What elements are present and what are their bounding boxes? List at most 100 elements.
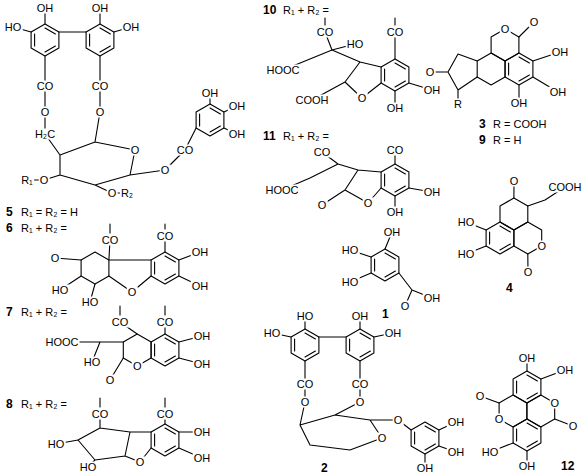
atom-label: OH xyxy=(191,247,210,258)
atom-label: OH xyxy=(416,463,435,474)
atom-label: OH xyxy=(228,129,247,140)
atom-label: O xyxy=(40,107,51,118)
atom-label: OH xyxy=(447,447,466,458)
atom-label: CO xyxy=(316,27,335,38)
atom-label: OH xyxy=(91,3,110,14)
atom-label: O xyxy=(529,17,540,28)
atom-label: OH xyxy=(551,47,570,58)
compound-number: 11 xyxy=(262,130,277,142)
compound-number: 1 xyxy=(381,308,390,320)
atom-label: CO xyxy=(176,145,195,156)
atom-label: OH xyxy=(386,207,405,218)
atom-label: OH xyxy=(549,87,568,98)
atom-label: CO xyxy=(156,409,175,420)
atom-label: O xyxy=(105,375,116,386)
atom-label: HO xyxy=(481,447,500,458)
atom-label: OH xyxy=(510,98,529,109)
substituent-note: R₁ = R₂ = H xyxy=(20,207,79,218)
substituent-note: R₁ + R₂ = xyxy=(20,399,68,410)
atom-label: OH xyxy=(193,359,212,370)
compound-2-structure xyxy=(272,316,456,468)
atom-label: O xyxy=(568,421,579,432)
substituent-note: R₁ + R₂ = xyxy=(282,5,330,16)
atom-label: O xyxy=(536,241,547,252)
atom-label: O xyxy=(425,67,436,78)
compound-number: 4 xyxy=(505,282,514,294)
atom-label: O xyxy=(355,397,366,408)
atom-label: CO xyxy=(91,409,110,420)
atom-label: HO xyxy=(457,217,476,228)
atom-label: O xyxy=(317,200,328,211)
compound-10-structure xyxy=(283,18,432,108)
atom-label: CO xyxy=(156,317,175,328)
atom-label: O xyxy=(393,415,404,426)
compound-3-9-structure xyxy=(430,22,560,104)
atom-label: OH xyxy=(518,353,537,364)
atom-label: O xyxy=(523,267,534,278)
atom-label: OH xyxy=(351,311,370,322)
compound-number: 9 xyxy=(478,134,487,146)
atom-label: CO xyxy=(351,379,370,390)
atom-label: OH xyxy=(201,88,220,99)
atom-label: R₂ xyxy=(120,188,134,199)
atom-label: O xyxy=(500,24,511,35)
atom-label: O xyxy=(132,361,143,372)
atom-label: HOOC xyxy=(266,65,301,76)
atom-label: O xyxy=(39,175,50,186)
compound-number: 2 xyxy=(320,462,329,474)
atom-label: O xyxy=(377,433,388,444)
atom-label: HO xyxy=(4,22,23,33)
atom-label: HO xyxy=(341,245,360,256)
atom-label: OH xyxy=(193,427,212,438)
atom-label: HO xyxy=(296,311,315,322)
atom-label: O xyxy=(357,93,368,104)
atom-label: HO xyxy=(457,249,476,260)
atom-label: O xyxy=(300,397,311,408)
atom-label: O xyxy=(130,145,141,156)
atom-label: CO xyxy=(101,235,120,246)
atom-label: O xyxy=(127,287,138,298)
atom-label: OH xyxy=(383,227,402,238)
compound-number: 5 xyxy=(5,206,14,218)
atom-label: R xyxy=(453,99,463,110)
atom-label: OH xyxy=(193,453,212,464)
compound-4-structure xyxy=(466,181,565,272)
atom-label: O xyxy=(549,398,560,409)
atom-label: HO xyxy=(47,439,66,450)
atom-label: CO xyxy=(91,81,110,92)
atom-label: R₁ xyxy=(20,175,34,186)
substituent-note: R = COOH xyxy=(492,119,547,130)
atom-label: HO xyxy=(79,462,98,473)
atom-label: HOOC xyxy=(265,185,300,196)
compound-number: 8 xyxy=(5,398,14,410)
atom-label: CO xyxy=(296,379,315,390)
atom-label: CO xyxy=(156,231,175,242)
atom-label: OH xyxy=(384,328,403,339)
compound-7-structure xyxy=(62,306,202,380)
atom-label: OH xyxy=(447,417,466,428)
atom-label: OH xyxy=(193,331,212,342)
atom-label: OH xyxy=(191,281,210,292)
compound-number: 7 xyxy=(5,306,14,318)
atom-label: OH xyxy=(556,365,575,376)
atom-label: OH xyxy=(423,293,442,304)
atom-label: CO xyxy=(386,27,405,38)
atom-label: HO xyxy=(81,297,100,308)
compound-5-structure xyxy=(13,8,237,193)
atom-label: OH xyxy=(36,3,55,14)
atom-label: OH xyxy=(423,85,442,96)
atom-label: OH xyxy=(423,187,442,198)
atom-label: H₂C xyxy=(34,129,56,140)
atom-label: O xyxy=(475,391,486,402)
substituent-note: R₁ + R₂ = xyxy=(282,131,330,142)
substituent-note: R₁ + R₂ = xyxy=(20,223,68,234)
substituent-note: R = H xyxy=(492,135,522,146)
atom-label: HO xyxy=(83,357,102,368)
atom-label: O xyxy=(494,414,505,425)
atom-label: O xyxy=(363,198,374,209)
atom-label: HOOC xyxy=(45,337,80,348)
compound-number: 6 xyxy=(5,222,14,234)
compound-number: 3 xyxy=(478,118,487,130)
